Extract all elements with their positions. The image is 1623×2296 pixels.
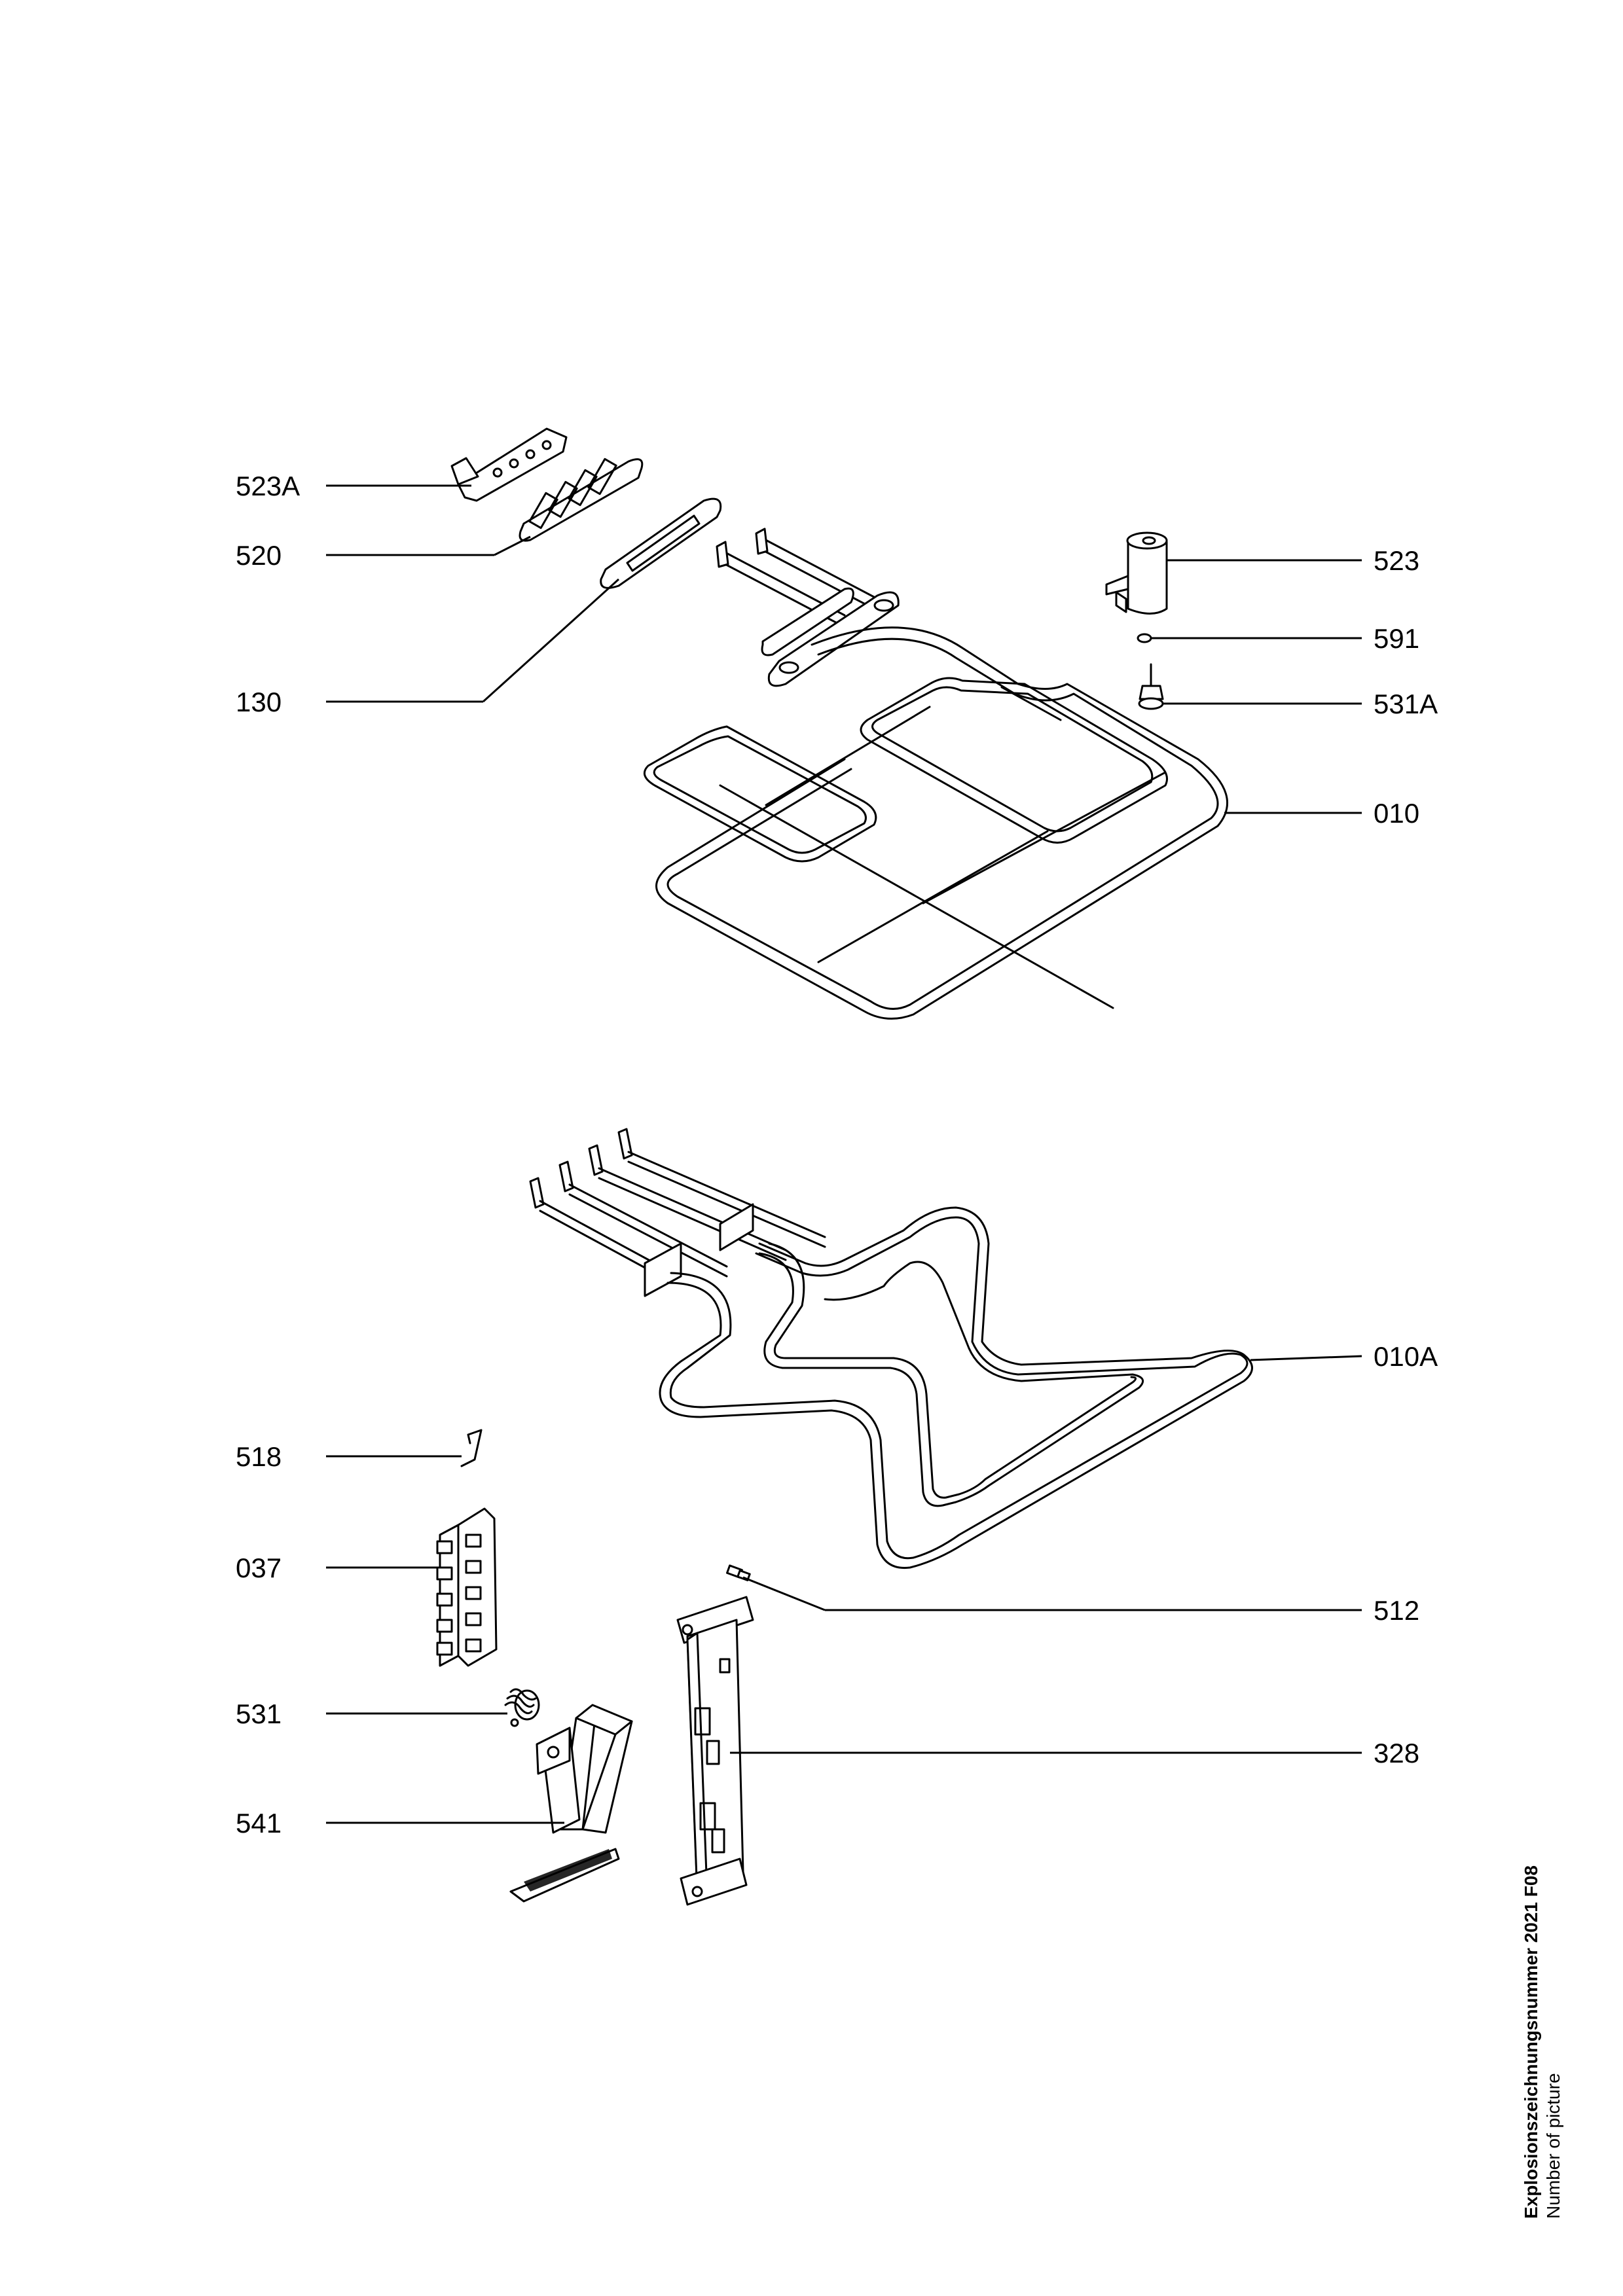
part-591-oring [1137, 633, 1152, 643]
part-520-gasket [519, 457, 644, 542]
label-518: 518 [236, 1441, 282, 1472]
label-520: 520 [236, 540, 282, 571]
label-010: 010 [1374, 798, 1419, 829]
number-of-picture-caption: Number of picture [1543, 2073, 1563, 2219]
part-130-plate [600, 497, 722, 589]
part-541-stand [509, 1704, 633, 1903]
label-523: 523 [1374, 545, 1419, 576]
label-523A: 523A [236, 471, 300, 501]
drawing-number: Explosionszeichnungsnummer 2021 F08 [1521, 1865, 1541, 2219]
part-531A-screw [1138, 663, 1164, 710]
label-130: 130 [236, 687, 282, 717]
part-531-spring [504, 1688, 540, 1727]
part-328-rail [676, 1596, 754, 1906]
part-037-terminal-block [436, 1507, 498, 1667]
label-010A: 010A [1374, 1341, 1438, 1372]
label-591: 591 [1374, 623, 1419, 654]
part-010A-heating-element [529, 1128, 1253, 1570]
part-523-housing [1105, 531, 1168, 615]
label-541: 541 [236, 1808, 282, 1839]
label-037: 037 [236, 1552, 282, 1583]
part-010-heating-element [643, 528, 1228, 1020]
label-328: 328 [1374, 1738, 1419, 1768]
part-labels: 523A 520 130 523 591 531A 010 010A 518 0… [236, 471, 1438, 1839]
label-531: 531 [236, 1698, 282, 1729]
part-523A-bracket [450, 427, 568, 502]
label-512: 512 [1374, 1595, 1419, 1626]
part-518-clip [460, 1429, 483, 1467]
label-531A: 531A [1374, 689, 1438, 719]
leader-lines [326, 484, 1362, 1824]
picture-number-footer: Explosionszeichnungsnummer 2021 F08 Numb… [1521, 1865, 1563, 2219]
